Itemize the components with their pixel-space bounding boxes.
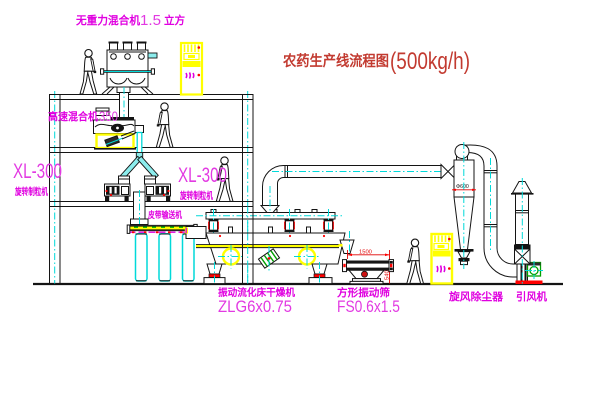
dryer-legs — [203, 262, 333, 285]
granulator-left — [104, 175, 131, 202]
third-floor-slab — [49, 201, 253, 207]
label-granulator-right-model: XL-300 — [178, 164, 227, 187]
fluid-bed-dryer — [184, 209, 346, 285]
label-gravity-mixer-unit: 立方 — [164, 13, 185, 27]
fan-motor — [525, 261, 543, 279]
spring-mounts — [208, 209, 334, 236]
diagram-labels: 农药生产线流程图 (500kg/h) 无重力混合机 1.5 立方 高速混合机 3… — [13, 12, 547, 316]
control-cabinet-ground — [430, 232, 454, 285]
screen-length-dim: 1500 — [359, 250, 372, 256]
y-splitter-duct — [120, 152, 159, 180]
storage-bins — [134, 233, 195, 282]
label-belt-conveyor: 皮带输送机 — [147, 209, 182, 220]
worker-roof — [79, 48, 98, 95]
worker-second-floor — [155, 102, 174, 148]
control-cabinet-roof — [179, 41, 204, 96]
sight-glasses — [218, 245, 320, 269]
exhaust-stack — [511, 178, 534, 285]
main-air-pipe — [483, 158, 519, 278]
belt-conveyor — [126, 223, 198, 235]
indicator-light — [448, 237, 451, 241]
label-high-speed-mixer-value: 350 — [99, 108, 118, 124]
high-speed-mixer — [93, 107, 144, 157]
second-floor-slab — [49, 147, 253, 153]
screen-height-dim: 540 — [385, 270, 391, 280]
label-screen-name: 方形振动筛 — [337, 286, 391, 299]
label-granulator-left-name: 旋转制粒机 — [14, 186, 48, 198]
indicator-light — [197, 46, 201, 49]
title-capacity: (500kg/h) — [390, 48, 470, 75]
label-gravity-mixer: 无重力混合机 — [75, 13, 140, 27]
discharge-duct — [130, 190, 149, 228]
roof-slab — [49, 94, 253, 100]
right-wall-overlay — [242, 206, 254, 284]
granulator-right — [144, 175, 171, 202]
label-dryer-model: ZLG6x0.75 — [218, 297, 292, 316]
vibrating-screen: 1500 540 — [338, 231, 394, 285]
label-granulator-right-name: 旋转制粒机 — [179, 190, 213, 202]
fan-base — [515, 280, 543, 284]
screen-motor — [361, 270, 368, 278]
exhaust-pipe — [259, 163, 456, 213]
label-cyclone: 旋风除尘器 — [448, 290, 504, 303]
worker-ground — [406, 238, 425, 285]
label-fan: 引风机 — [516, 290, 547, 303]
cyclone-dim-text: Φ600 — [456, 184, 469, 190]
cyclone-dust-collector: Φ600 — [452, 142, 498, 269]
label-screen-model: FS0.6x1.5 — [337, 297, 400, 316]
label-high-speed-mixer: 高速混合机 — [48, 110, 98, 123]
title-text: 农药生产线流程图 — [282, 52, 389, 70]
label-dryer-name: 振动流化床干燥机 — [218, 286, 295, 299]
left-wall — [49, 91, 61, 284]
label-granulator-left-model: XL-300 — [13, 160, 62, 183]
label-gravity-mixer-value: 1.5 — [140, 12, 161, 29]
dryer-motor — [257, 246, 281, 271]
